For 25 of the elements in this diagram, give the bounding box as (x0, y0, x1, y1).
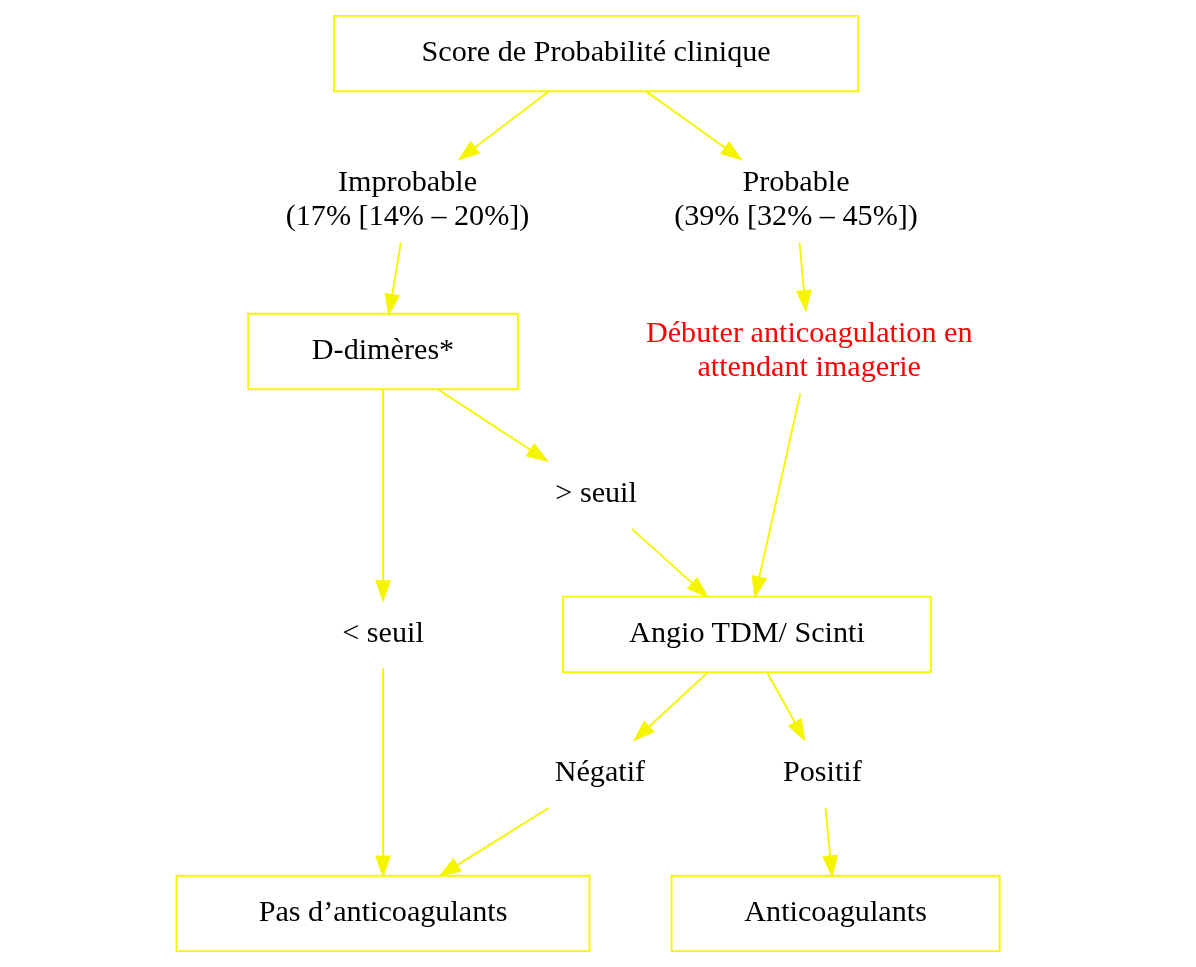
node-text: Probable (39% [32% – 45%]) (674, 163, 918, 232)
arrow (375, 388, 391, 603)
arrow (632, 671, 709, 742)
node-box: Pas d’anticoagulants (175, 874, 591, 953)
arrow (795, 241, 812, 313)
arrow (822, 807, 839, 879)
arrow (751, 392, 802, 599)
node-box: Angio TDM/ Scinti (562, 595, 932, 673)
node-box: Anticoagulants (670, 874, 1001, 953)
node-text: < seuil (342, 614, 424, 649)
arrow (384, 241, 402, 317)
arrow (766, 671, 806, 742)
arrow (438, 807, 550, 877)
node-box: D-dimères* (247, 312, 519, 391)
node-text: Débuter anticoagulation en attendant imagerie (645, 314, 973, 383)
arrow (436, 388, 549, 463)
arrow (457, 90, 550, 161)
arrow (645, 90, 743, 161)
node-text: Improbable (17% [14% – 20%]) (285, 163, 530, 232)
node-box: Score de Probabilité clinique (333, 14, 860, 93)
arrow (375, 667, 391, 879)
node-text: Positif (783, 754, 862, 789)
node-text: > seuil (555, 474, 637, 509)
arrow (630, 527, 709, 599)
node-text: Négatif (554, 754, 646, 789)
